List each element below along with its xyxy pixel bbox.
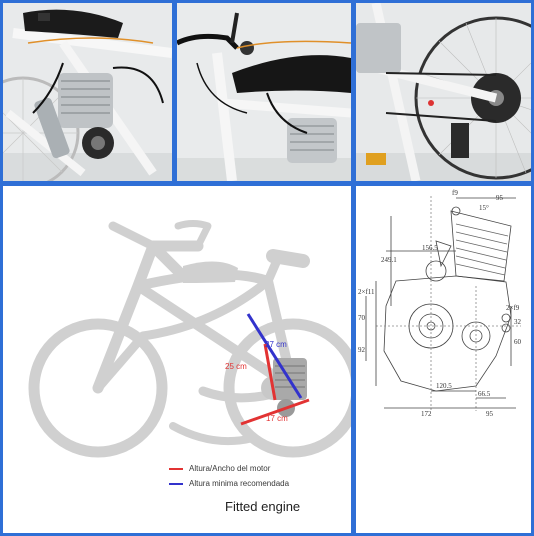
dim-249-1: 249.1 — [381, 256, 397, 264]
dim-172: 172 — [421, 410, 432, 418]
dim-60: 60 — [514, 338, 521, 346]
legend-minimum: Altura minima recomendada — [169, 479, 290, 488]
min-height-line — [246, 313, 303, 399]
photo-rear-sprocket — [356, 3, 531, 181]
legend-minimum-swatch — [169, 483, 183, 485]
engine-height-label: 25 cm — [225, 362, 247, 371]
photo-handlebar-tank-graphic — [177, 3, 351, 181]
engine-width-label: 17 cm — [266, 414, 288, 423]
dim-32: 32 — [514, 318, 521, 326]
engine-technical-drawing: f9 95 15° 156.5 249.1 2×f11 70 92 120.5 … — [356, 186, 531, 426]
bike-silhouette — [28, 220, 351, 458]
dim-f9-top: f9 — [452, 189, 458, 197]
photo-rear-sprocket-graphic — [356, 3, 531, 181]
caption: Fitted engine — [225, 499, 301, 514]
engine-drawing-graphic — [365, 196, 521, 411]
dim-2xf9: 2×f9 — [506, 304, 520, 312]
bike-fitment-diagram: 27 cm 25 cm 17 cm Altura/Ancho del motor… — [3, 186, 351, 533]
blank-area — [356, 426, 531, 533]
engine-width-line — [240, 398, 310, 426]
dim-70: 70 — [358, 314, 365, 322]
dim-angle: 15° — [479, 204, 489, 212]
dim-66-5: 66.5 — [478, 390, 491, 398]
legend-minimum-text: Altura minima recomendada — [189, 479, 290, 488]
dim-2xf11: 2×f11 — [358, 288, 375, 296]
engine-height-line — [263, 343, 277, 401]
legend-engine-text: Altura/Ancho del motor — [189, 464, 271, 473]
photo-engine-side-graphic — [3, 3, 172, 181]
dim-156-5: 156.5 — [422, 244, 438, 252]
dim-95-top: 95 — [496, 194, 503, 202]
photo-engine-side — [3, 3, 172, 181]
dim-92: 92 — [358, 346, 365, 354]
photo-handlebar-tank — [177, 3, 351, 181]
dim-95-bottom: 95 — [486, 410, 493, 418]
legend-engine-swatch — [169, 468, 183, 470]
legend-engine: Altura/Ancho del motor — [169, 464, 271, 473]
dim-120-5: 120.5 — [436, 382, 452, 390]
min-height-label: 27 cm — [265, 340, 287, 349]
